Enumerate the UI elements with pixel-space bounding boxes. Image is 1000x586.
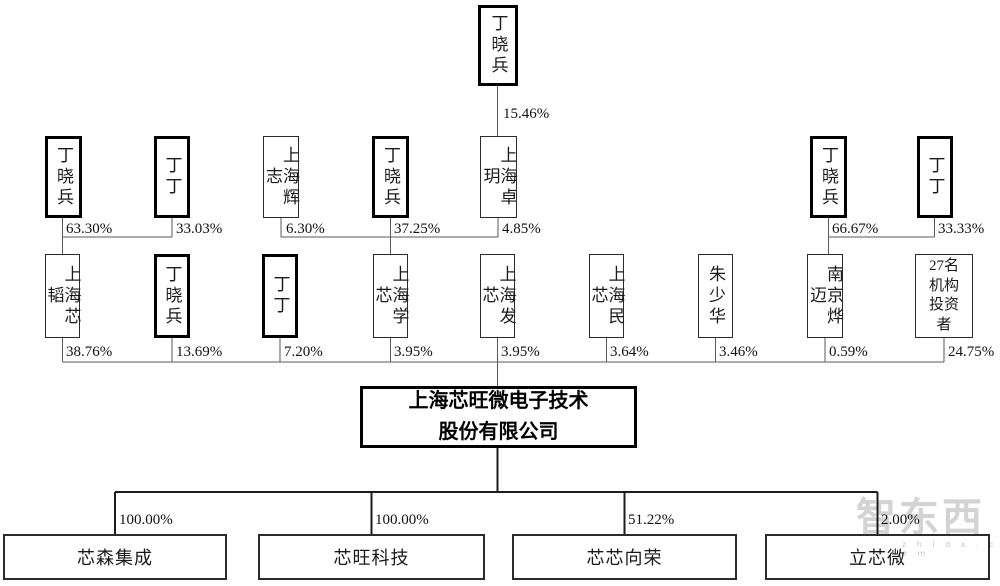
node-label: 上海卓玥 <box>480 145 517 209</box>
node-label: 芯芯向荣 <box>586 548 663 568</box>
node-row2-ding-ding-b: 丁丁 <box>917 136 953 218</box>
percent-label: 3.95% <box>394 344 433 360</box>
percent-label: 66.67% <box>832 221 879 237</box>
node-label: 丁晓兵 <box>819 145 838 209</box>
node-label: 芯旺科技 <box>333 548 410 568</box>
percent-label: 37.25% <box>394 221 441 237</box>
percent-label: 7.20% <box>284 344 323 360</box>
percent-label: 33.33% <box>938 221 985 237</box>
node-label: 丁丁 <box>270 275 290 317</box>
percent-label: 6.30% <box>286 221 325 237</box>
percent-label: 33.03% <box>176 221 223 237</box>
node-label: 上海学芯 <box>372 264 409 328</box>
node-row3-shanghai-faxin: 上海发芯 <box>479 254 516 338</box>
node-label: 上海辉志 <box>263 145 299 209</box>
node-label: 南京烨迈 <box>807 264 843 328</box>
node-label: 上海芯韬 <box>44 264 81 328</box>
node-label: 朱少华 <box>706 264 725 328</box>
percent-label: 3.95% <box>501 344 540 360</box>
percent-label: 24.75% <box>948 344 995 360</box>
percent-label: 13.69% <box>176 344 223 360</box>
node-row3-ding-xiaobing: 丁晓兵 <box>154 254 190 338</box>
percent-label: 38.76% <box>66 344 113 360</box>
node-subsidiary-xinxin-xiangrong: 芯芯向荣 <box>512 534 737 580</box>
node-label: 丁丁 <box>925 156 945 198</box>
node-label: 立芯微 <box>849 548 906 568</box>
node-row3-nanjing-yemai: 南京烨迈 <box>807 254 843 338</box>
node-label: 丁晓兵 <box>381 145 400 209</box>
node-row2-ding-ding-a: 丁丁 <box>154 136 190 218</box>
percent-label: 2.00% <box>881 512 920 528</box>
node-label: 丁丁 <box>162 156 182 198</box>
node-row2-ding-xiaobing-c: 丁晓兵 <box>810 136 847 218</box>
node-row3-shanghai-xintao: 上海芯韬 <box>44 254 81 338</box>
node-label: 27名 机构 投资 者 <box>928 258 959 333</box>
percent-label: 100.00% <box>119 512 173 528</box>
node-top-ding-xiaobing: 丁晓兵 <box>478 5 518 86</box>
node-label: 丁晓兵 <box>54 145 73 209</box>
node-row2-ding-xiaobing-b: 丁晓兵 <box>372 136 409 218</box>
node-label: 上海发芯 <box>479 264 516 328</box>
node-label: 上海民芯 <box>588 264 625 328</box>
percent-label: 3.46% <box>719 344 758 360</box>
node-label: 芯森集成 <box>77 548 153 568</box>
node-company: 上海芯旺微电子技术 股份有限公司 <box>360 386 637 448</box>
node-row3-zhu-shaohua: 朱少华 <box>698 254 733 338</box>
node-subsidiary-xinsen-jicheng: 芯森集成 <box>3 534 227 580</box>
percent-label: 51.22% <box>628 512 675 528</box>
node-row3-institutional-investors: 27名 机构 投资 者 <box>915 254 973 338</box>
node-subsidiary-lixinwei: 立芯微 <box>765 534 990 580</box>
percent-label: 63.30% <box>66 221 113 237</box>
node-row3-shanghai-minxin: 上海民芯 <box>588 254 625 338</box>
node-subsidiary-xinwang-keji: 芯旺科技 <box>258 534 485 580</box>
node-row2-ding-xiaobing-a: 丁晓兵 <box>45 136 82 218</box>
node-row2-shanghai-huizhi: 上海辉志 <box>263 136 299 218</box>
percent-label: 0.59% <box>829 344 868 360</box>
percent-label: 15.46% <box>503 106 550 122</box>
percent-label: 3.64% <box>610 344 649 360</box>
node-row3-ding-ding: 丁丁 <box>262 254 298 338</box>
node-row2-shanghai-zhuoyue: 上海卓玥 <box>480 136 517 218</box>
node-row3-shanghai-xuexin: 上海学芯 <box>372 254 409 338</box>
node-label: 丁晓兵 <box>162 264 182 328</box>
node-label: 丁晓兵 <box>488 14 508 77</box>
percent-label: 4.85% <box>502 221 541 237</box>
percent-label: 100.00% <box>375 512 429 528</box>
company-name: 上海芯旺微电子技术 股份有限公司 <box>408 390 589 443</box>
